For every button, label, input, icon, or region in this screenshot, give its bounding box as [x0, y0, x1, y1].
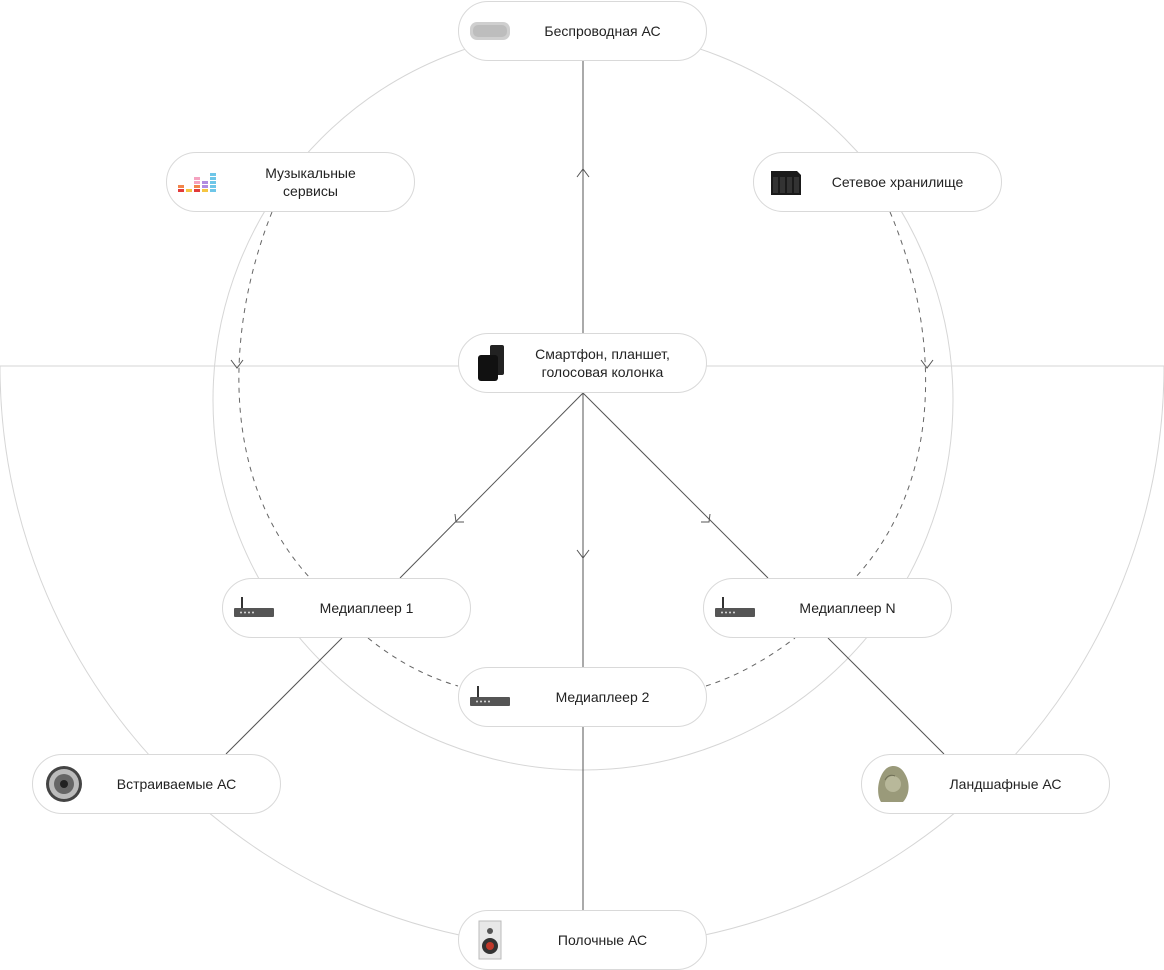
node-in-wall-speakers[interactable]: Встраиваемые АС — [32, 754, 281, 814]
node-label: Сетевое хранилище — [831, 174, 964, 190]
node-media-player-n[interactable]: Медиаплеер N — [703, 578, 952, 638]
node-nas[interactable]: Сетевое хранилище — [753, 152, 1002, 212]
dashed-line-nas-to-playern — [854, 211, 927, 579]
arrow-dashed-right-icon — [920, 359, 934, 369]
node-media-player-1[interactable]: Медиаплеер 1 — [222, 578, 471, 638]
line-controller-to-player1 — [399, 392, 584, 579]
node-label: Ландшафные АС — [949, 776, 1062, 792]
label-line-2: голосовая колонка — [541, 364, 664, 380]
arrow-down-icon — [576, 549, 590, 559]
node-label: Медиаплеер 1 — [319, 600, 414, 616]
arrow-up-icon — [576, 168, 590, 178]
media-player-icon — [712, 588, 758, 628]
node-label: Полочные АС — [557, 932, 648, 948]
nas-icon — [762, 162, 808, 202]
line-controller-to-playern — [582, 392, 769, 579]
wireless-speaker-icon — [467, 11, 513, 51]
node-music-services[interactable]: Музыкальные сервисы — [166, 152, 415, 212]
rock-speaker-icon — [870, 764, 916, 804]
line-playern-to-landscape — [827, 637, 945, 755]
label-line-1: Музыкальные — [265, 165, 356, 181]
node-landscape-speakers[interactable]: Ландшафные АС — [861, 754, 1110, 814]
arrow-down-right-icon — [701, 513, 711, 523]
node-label: Музыкальные сервисы — [221, 164, 414, 200]
equalizer-icon — [175, 162, 221, 202]
dashed-line-music-to-player1 — [238, 211, 311, 579]
node-label: Медиаплеер 2 — [555, 689, 650, 705]
smartphone-speaker-icon — [467, 343, 513, 383]
bookshelf-speaker-icon — [467, 920, 513, 960]
node-controller[interactable]: Смартфон, планшет, голосовая колонка — [458, 333, 707, 393]
media-player-icon — [467, 677, 513, 717]
arrow-dashed-left-icon — [230, 359, 244, 369]
label-line-2: сервисы — [283, 183, 338, 199]
node-label: Медиаплеер N — [799, 600, 896, 616]
node-label: Встраиваемые АС — [116, 776, 237, 792]
node-bookshelf-speakers[interactable]: Полочные АС — [458, 910, 707, 970]
node-wireless-speaker[interactable]: Беспроводная АС — [458, 1, 707, 61]
dashed-line-playern-to-player2 — [705, 637, 796, 687]
node-label: Беспроводная АС — [544, 23, 661, 39]
label-line-1: Смартфон, планшет, — [535, 346, 670, 362]
ceiling-speaker-icon — [41, 764, 87, 804]
node-media-player-2[interactable]: Медиаплеер 2 — [458, 667, 707, 727]
dashed-line-player1-to-player2 — [367, 637, 459, 687]
media-player-icon — [231, 588, 277, 628]
node-label: Смартфон, планшет, голосовая колонка — [513, 345, 706, 381]
line-player1-to-inwall — [225, 637, 343, 755]
arrow-down-left-icon — [454, 513, 464, 523]
lower-half-circle — [0, 365, 1164, 949]
